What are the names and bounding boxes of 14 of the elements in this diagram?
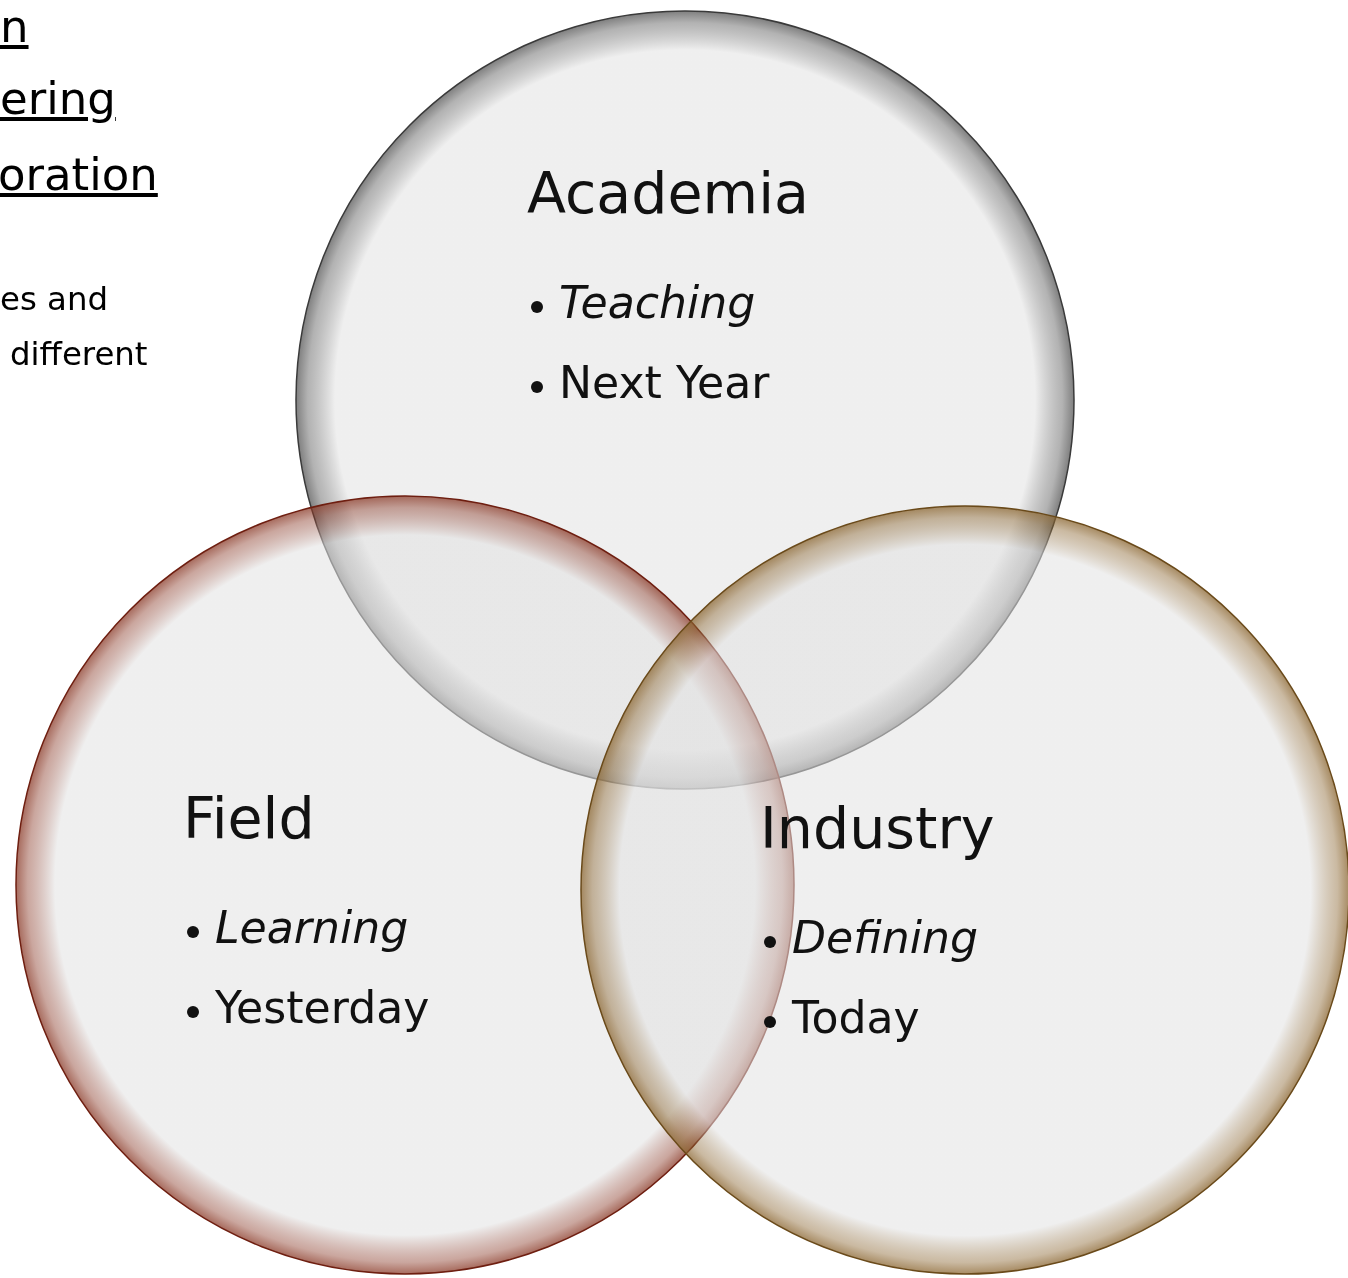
text-fragment: different	[10, 335, 148, 373]
circle-heading: Industry	[760, 795, 995, 861]
bullet-item: Next Year	[559, 357, 770, 408]
title-fragment: oration	[0, 148, 158, 201]
bullet-item: Learning	[215, 902, 409, 953]
bullet-item: Teaching	[559, 277, 756, 328]
bullet-item: Today	[792, 992, 920, 1043]
circle-heading: Academia	[527, 160, 809, 226]
title-fragment: ering	[0, 72, 116, 125]
bullet-item: Yesterday	[215, 982, 430, 1033]
circle-heading: Field	[183, 785, 315, 851]
text-fragment: es and	[0, 280, 109, 318]
bullet-item: Defining	[792, 912, 978, 963]
title-fragment: n	[0, 0, 29, 53]
